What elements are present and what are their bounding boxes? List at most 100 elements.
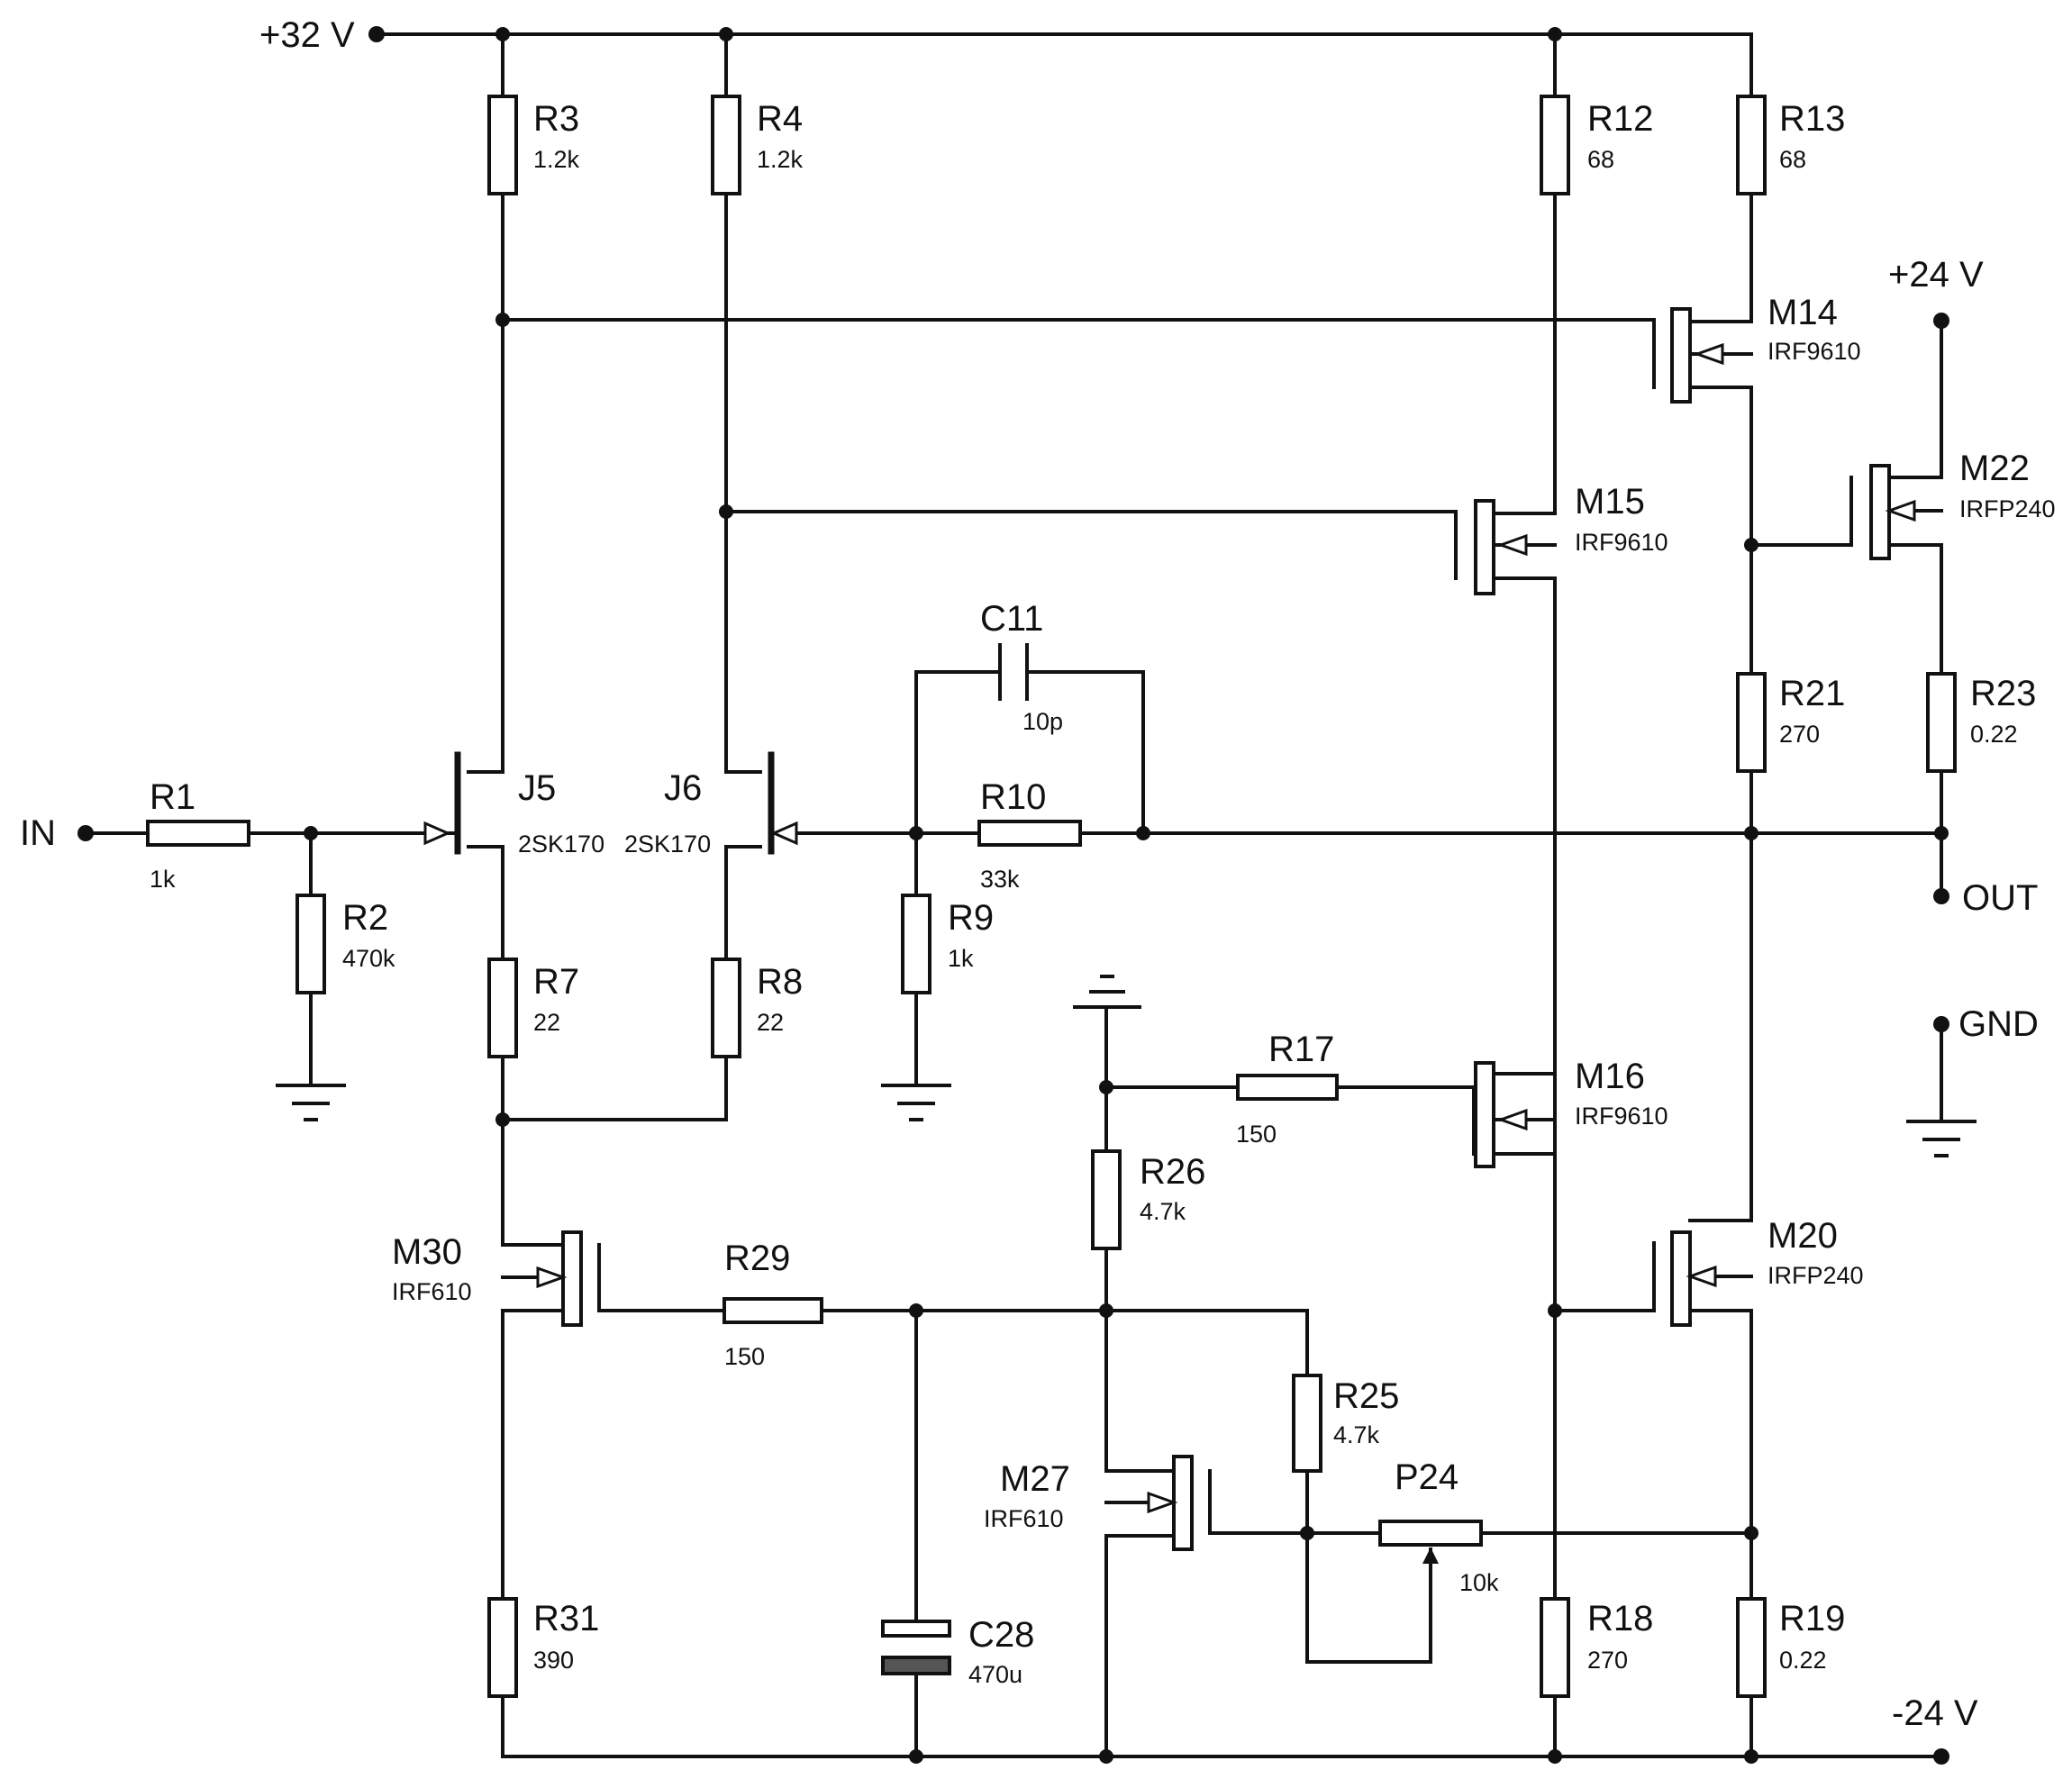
ref-m16: M16 <box>1575 1057 1645 1096</box>
ref-r10: R10 <box>980 777 1046 817</box>
potentiometer-p24 <box>1378 1520 1483 1547</box>
ref-r25: R25 <box>1333 1376 1399 1416</box>
ref-m20: M20 <box>1768 1216 1838 1256</box>
rail-label-plus32: +32 V <box>259 15 355 55</box>
ref-r12: R12 <box>1587 99 1653 139</box>
capacitor-c28-plate <box>881 1620 951 1638</box>
value-r3: 1.2k <box>533 146 580 173</box>
ref-r18: R18 <box>1587 1599 1653 1638</box>
resistor-r8 <box>711 958 741 1058</box>
ref-m27: M27 <box>1000 1459 1070 1499</box>
value-r12: 68 <box>1587 146 1614 173</box>
capacitor-c28-hatched-plate <box>881 1656 951 1675</box>
ref-r9: R9 <box>948 898 994 938</box>
value-m20: IRFP240 <box>1768 1262 1864 1289</box>
resistor-r10 <box>977 820 1082 847</box>
value-r2: 470k <box>342 945 395 972</box>
resistor-r29 <box>722 1297 823 1324</box>
resistor-r1 <box>146 820 250 847</box>
value-r9: 1k <box>948 945 974 972</box>
mosfet-m14 <box>1652 307 1753 404</box>
ref-j6: J6 <box>664 768 702 808</box>
value-c11: 10p <box>1022 708 1063 735</box>
port-label-in: IN <box>20 813 56 853</box>
value-r25: 4.7k <box>1333 1421 1380 1448</box>
value-m15: IRF9610 <box>1575 529 1668 556</box>
ref-m14: M14 <box>1768 293 1838 332</box>
resistor-r12 <box>1540 95 1570 195</box>
port-label-gnd: GND <box>1958 1004 2039 1044</box>
ref-r4: R4 <box>757 99 803 139</box>
ref-r19: R19 <box>1779 1599 1845 1638</box>
ref-r21: R21 <box>1779 674 1845 713</box>
value-r4: 1.2k <box>757 146 804 173</box>
value-j5: 2SK170 <box>518 831 604 858</box>
resistor-r21 <box>1736 672 1767 773</box>
value-m30: IRF610 <box>392 1278 472 1305</box>
ref-r7: R7 <box>533 962 579 1002</box>
value-r7: 22 <box>533 1009 560 1036</box>
ref-c11: C11 <box>980 599 1043 639</box>
resistor-r26 <box>1091 1149 1122 1250</box>
value-r29: 150 <box>724 1343 765 1370</box>
transistors <box>423 307 1943 1551</box>
value-r26: 4.7k <box>1140 1198 1186 1225</box>
ref-r3: R3 <box>533 99 579 139</box>
jfet-j6 <box>768 751 798 855</box>
value-r21: 270 <box>1779 721 1820 748</box>
value-r10: 33k <box>980 866 1020 893</box>
resistor-r3 <box>487 95 518 195</box>
port-label-out: OUT <box>1962 878 2038 918</box>
resistor-r17 <box>1236 1074 1339 1101</box>
resistor-r13 <box>1736 95 1767 195</box>
value-r1: 1k <box>150 866 176 893</box>
ref-r1: R1 <box>150 777 195 817</box>
value-r19: 0.22 <box>1779 1647 1827 1674</box>
ref-m30: M30 <box>392 1232 462 1272</box>
resistor-r23 <box>1926 672 1957 773</box>
resistor-r25 <box>1292 1374 1322 1473</box>
ref-m15: M15 <box>1575 482 1645 522</box>
value-c28: 470u <box>968 1661 1022 1688</box>
ref-c28: C28 <box>968 1615 1034 1655</box>
value-r23: 0.22 <box>1970 721 2018 748</box>
resistor-r19 <box>1736 1597 1767 1698</box>
resistor-r4 <box>711 95 741 195</box>
wires <box>84 32 1977 1758</box>
ref-r2: R2 <box>342 898 388 938</box>
value-r8: 22 <box>757 1009 784 1036</box>
value-r18: 270 <box>1587 1647 1628 1674</box>
value-m14: IRF9610 <box>1768 338 1861 365</box>
ref-j5: J5 <box>518 768 556 808</box>
resistor-r2 <box>295 894 326 994</box>
value-r17: 150 <box>1236 1121 1277 1148</box>
ref-p24: P24 <box>1395 1457 1459 1497</box>
value-p24: 10k <box>1459 1569 1499 1596</box>
value-r31: 390 <box>533 1647 574 1674</box>
ref-r13: R13 <box>1779 99 1845 139</box>
resistor-r7 <box>487 958 518 1058</box>
resistor-r31 <box>487 1597 518 1698</box>
value-m22: IRFP240 <box>1959 495 2056 522</box>
capacitors <box>881 643 1029 1675</box>
mosfet-m20 <box>1652 1230 1753 1327</box>
labels: +32 V +24 V -24 V IN OUT GND R1 1k R2 47… <box>20 15 2056 1733</box>
capacitor-c11 <box>998 643 1029 701</box>
resistor-r9 <box>901 894 931 994</box>
mosfet-m16 <box>1472 1061 1557 1168</box>
ref-r8: R8 <box>757 962 803 1002</box>
value-r13: 68 <box>1779 146 1806 173</box>
ref-r26: R26 <box>1140 1152 1205 1192</box>
mosfet-m22 <box>1849 464 1943 560</box>
value-m16: IRF9610 <box>1575 1103 1668 1130</box>
mosfet-m15 <box>1454 499 1557 595</box>
ref-r23: R23 <box>1970 674 2036 713</box>
mosfet-m30 <box>501 1230 601 1327</box>
junction-dots <box>77 26 1949 1765</box>
ref-m22: M22 <box>1959 449 2030 488</box>
resistor-r18 <box>1540 1597 1570 1698</box>
ref-r31: R31 <box>533 1599 599 1638</box>
value-j6: 2SK170 <box>624 831 711 858</box>
mosfet-m27 <box>1104 1455 1212 1551</box>
